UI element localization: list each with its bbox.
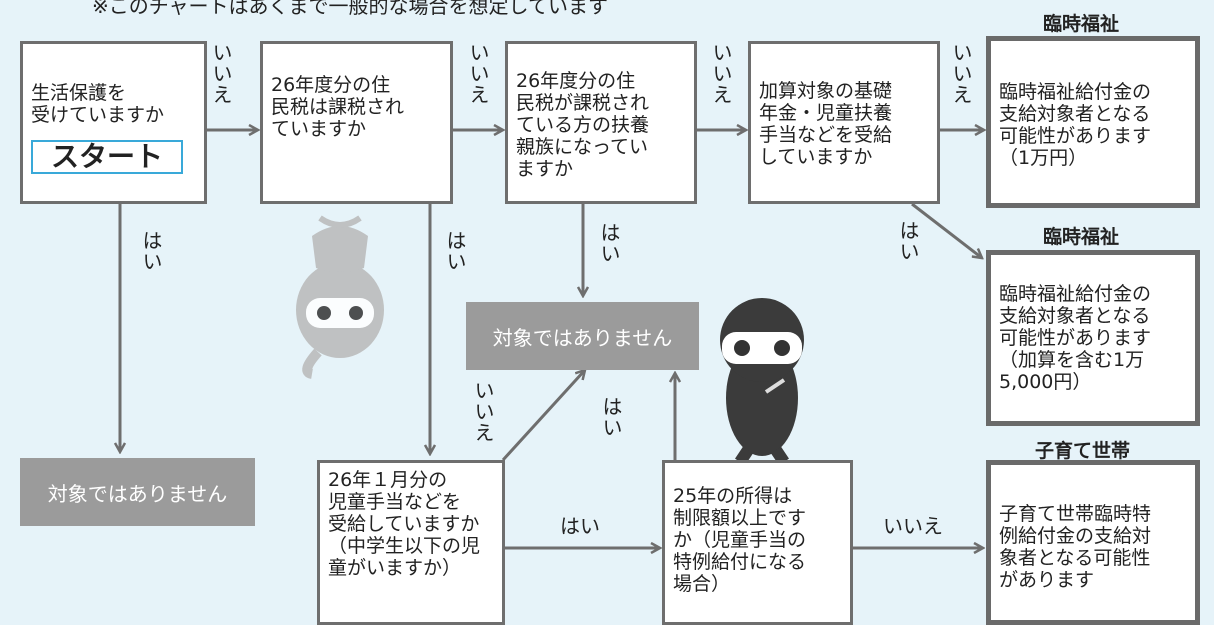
result-title-1: 臨時福祉: [1043, 13, 1120, 35]
ninja-grey-illustration: [296, 215, 384, 379]
question-residence-tax: 26年度分の住 民税は課税され ていますか: [260, 41, 453, 204]
arrow-q5-no: [501, 370, 585, 462]
ninja-black-illustration: [720, 298, 804, 466]
disclaimer-note: ※このチャートはあくまで一般的な場合を想定しています: [92, 0, 608, 18]
label-yes-6: はい: [560, 514, 600, 538]
question-pension: 加算対象の基礎 年金・児童扶養 手当などを受給 していますか: [748, 41, 940, 204]
label-no-4: いいえ: [949, 42, 973, 105]
question-welfare: 生活保護を 受けていますか スタート: [20, 41, 207, 204]
not-eligible-center: 対象ではありません: [466, 302, 699, 370]
result-child-rearing: 子育て世帯臨時特 例給付金の支給対 象者となる可能性 があります: [986, 460, 1200, 625]
result-temporary-welfare-2: 臨時福祉給付金の 支給対象者となる 可能性があります （加算を含む1万 5,00…: [986, 250, 1200, 426]
result-temporary-welfare-1: 臨時福祉給付金の 支給対象者となる 可能性があります （1万円）: [986, 36, 1200, 208]
result-title-3: 子育て世帯: [1035, 440, 1131, 462]
question-pension-text: 加算対象の基礎 年金・児童扶養 手当などを受給 していますか: [759, 80, 893, 168]
label-no-6: いいえ: [883, 514, 943, 538]
label-no-2: いいえ: [466, 42, 490, 105]
result-title-2: 臨時福祉: [1043, 226, 1120, 248]
label-yes-5: はい: [599, 396, 623, 438]
question-dependent: 26年度分の住 民税が課税され ている方の扶養 親族になってい ますか: [505, 41, 697, 204]
label-yes-3: はい: [597, 222, 621, 264]
arrow-q4-r2: [911, 202, 982, 258]
question-welfare-text: 生活保護を 受けていますか: [31, 82, 165, 126]
label-yes-4: はい: [896, 220, 920, 262]
question-child-allowance-text: 26年１月分の 児童手当などを 受給していますか（中学生以下の児童がいますか）: [328, 469, 481, 579]
label-yes-2: はい: [443, 230, 467, 272]
label-yes-1: はい: [139, 230, 163, 272]
start-label: スタート: [31, 140, 183, 174]
question-dependent-text: 26年度分の住 民税が課税され ている方の扶養 親族になってい ますか: [516, 70, 650, 180]
question-income-limit-text: 25年の所得は 制限額以上です か（児童手当の 特例給付になる 場合）: [673, 485, 807, 595]
result-1-text: 臨時福祉給付金の 支給対象者となる 可能性があります （1万円）: [999, 81, 1152, 169]
question-child-allowance: 26年１月分の 児童手当などを 受給していますか（中学生以下の児童がいますか）: [317, 460, 505, 625]
not-eligible-left: 対象ではありません: [20, 458, 255, 526]
label-no-1: いいえ: [209, 42, 233, 105]
label-no-3: いいえ: [709, 42, 733, 105]
label-no-5: いいえ: [471, 380, 495, 443]
question-residence-tax-text: 26年度分の住 民税は課税され ていますか: [271, 74, 405, 140]
question-income-limit: 25年の所得は 制限額以上です か（児童手当の 特例給付になる 場合）: [662, 460, 853, 625]
result-3-text: 子育て世帯臨時特 例給付金の支給対 象者となる可能性 があります: [999, 503, 1152, 591]
result-2-text: 臨時福祉給付金の 支給対象者となる 可能性があります （加算を含む1万 5,00…: [999, 283, 1152, 393]
